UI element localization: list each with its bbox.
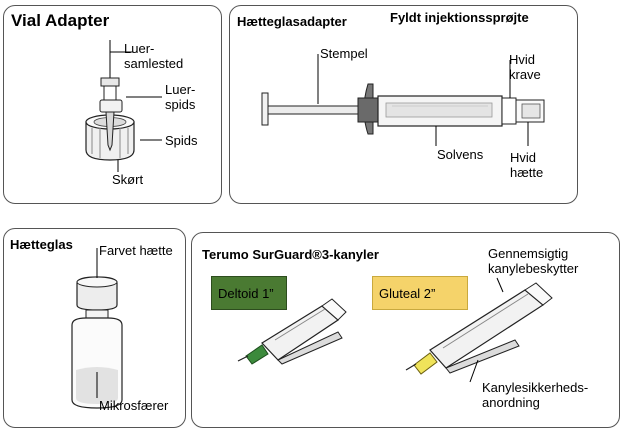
vial-title: Hætteglas [10, 237, 73, 252]
label-needle-safety-device: Kanylesikkerheds- anordning [482, 380, 589, 410]
gluteal-badge: Gluteal 2” [372, 276, 468, 310]
deltoid-badge: Deltoid 1” [211, 276, 287, 310]
label-colored-cap: Farvet hætte [99, 243, 173, 258]
label-microspheres: Mikrosfærer [99, 398, 169, 413]
label-skirt: Skørt [112, 172, 144, 187]
label-plunger: Stempel [320, 46, 368, 61]
label-white-cap: Hvid hætte [510, 150, 544, 180]
prefilled-syringe-heading: Fyldt injektionssprøjte [390, 10, 529, 25]
deltoid-needle [237, 298, 347, 365]
gluteal-needle [405, 282, 553, 375]
label-white-collar: Hvid krave [509, 52, 541, 82]
label-solvent: Solvens [437, 147, 484, 162]
label-spike: Spids [165, 133, 198, 148]
needles-title: Terumo SurGuard®3-kanyler [202, 247, 379, 262]
label-luer-hub: Luer- samlested [124, 41, 184, 71]
vial-adapter-heading: Hætteglasadapter [237, 14, 347, 29]
vial-adapter-panel: Vial Adapter [3, 5, 222, 204]
vial-adapter-title: Vial Adapter [11, 11, 110, 30]
gluteal-label: Gluteal 2” [379, 286, 436, 301]
deltoid-label: Deltoid 1” [218, 286, 274, 301]
needles-panel: Terumo SurGuard®3-kanyler [191, 232, 620, 428]
label-luer-tip: Luer- spids [165, 82, 196, 112]
label-needle-protector: Gennemsigtig kanylebeskytter [488, 246, 579, 276]
